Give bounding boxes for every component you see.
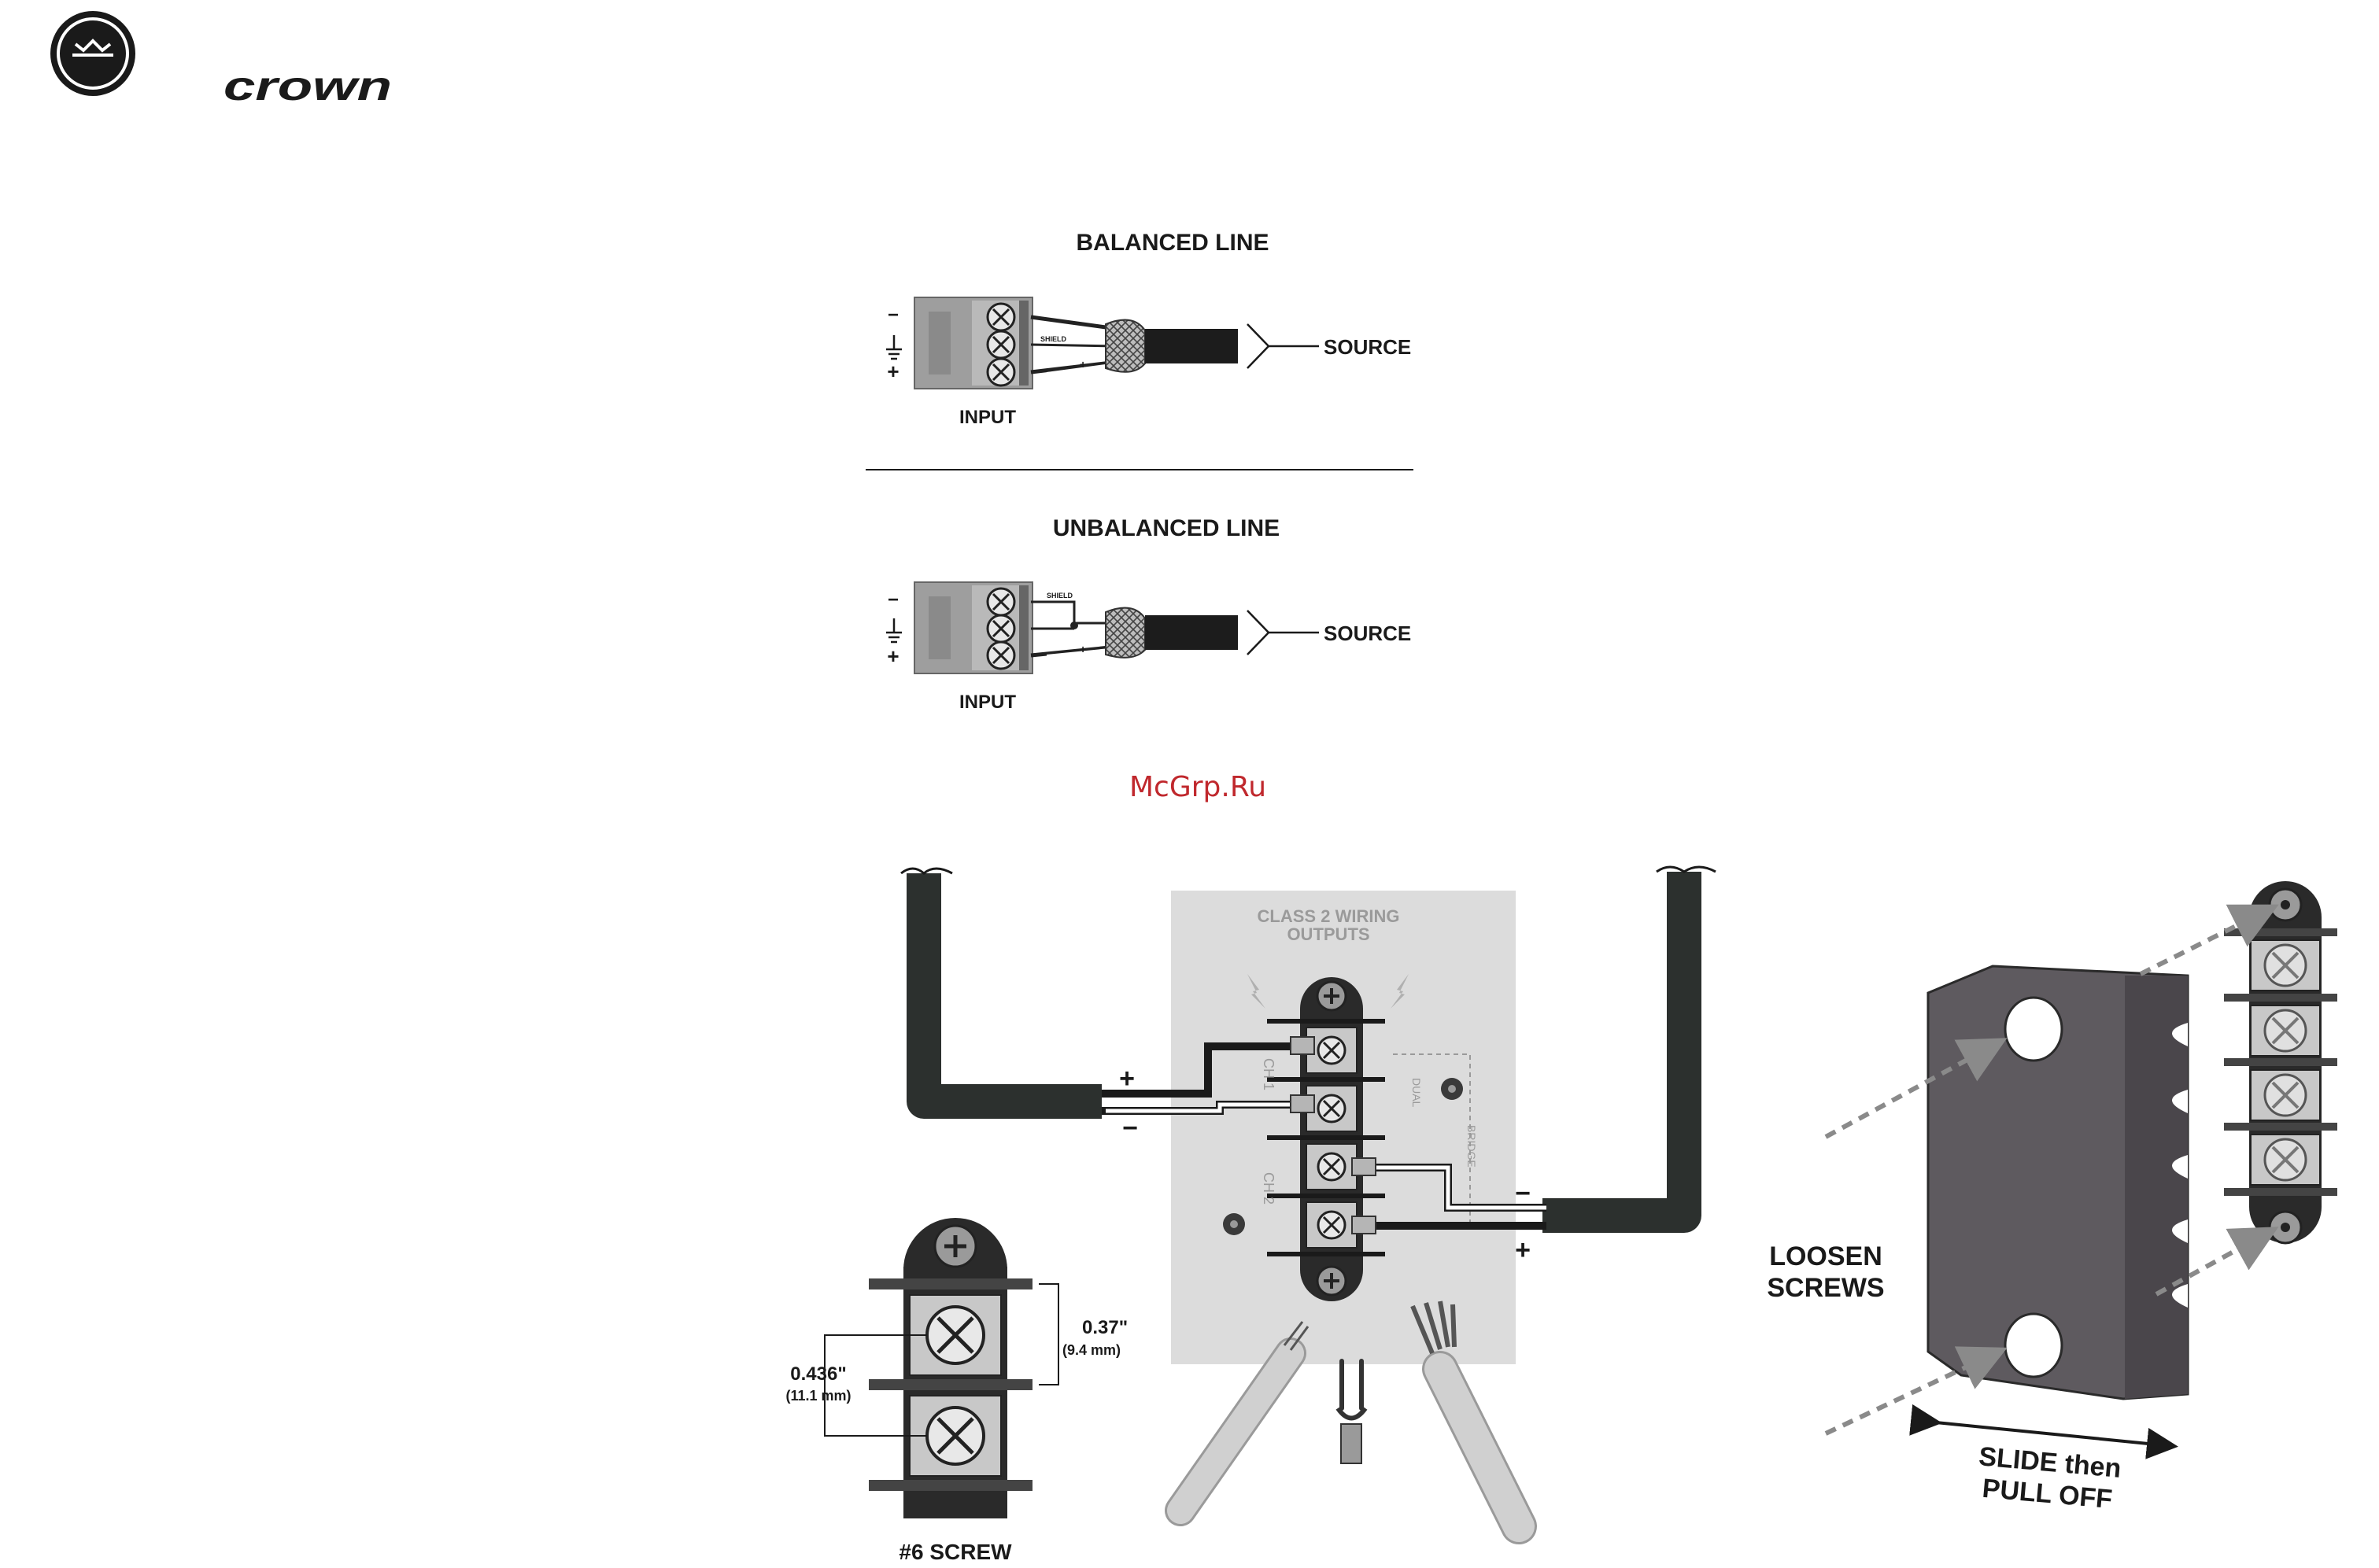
terminal-screw-icon [988, 615, 1014, 642]
unbalanced-line-diagram: UNBALANCED LINE − + INPUT SHIELD + [886, 515, 1411, 713]
ground-symbol-icon [886, 335, 902, 359]
dim-0436-line2: (11.1 mm) [785, 1388, 851, 1404]
ch2-label: CH 2 [1261, 1172, 1276, 1205]
unbalanced-title: UNBALANCED LINE [1053, 515, 1280, 541]
wire-tag-plus: + [1080, 358, 1086, 371]
bridge-label: BRIDGE [1465, 1125, 1478, 1168]
balanced-source-label: SOURCE [1324, 335, 1411, 359]
cable-cut-end-icon [901, 869, 952, 873]
terminal-screw-icon [2265, 945, 2306, 986]
loosen-screws-line1: LOOSEN [1769, 1241, 1882, 1271]
input-terminal-block [914, 297, 1033, 389]
unbalanced-minus-sign: − [888, 589, 899, 611]
ch1-label: CH 1 [1261, 1058, 1276, 1090]
balanced-cable: SHIELD + [1031, 317, 1238, 373]
wire-tag-shield: SHIELD [1040, 335, 1067, 343]
ground-symbol-icon [886, 618, 902, 642]
watermark-text: McGrp.Ru [1129, 771, 1266, 803]
mounting-screw-icon [935, 1226, 976, 1267]
terminal-screw-icon [1318, 1095, 1345, 1122]
mounting-screw-icon [1317, 982, 1346, 1010]
unbalanced-source-connector [1247, 611, 1319, 655]
panel-screw-icon [1223, 1213, 1245, 1235]
cable-cut-end-icon [1657, 867, 1716, 872]
left-minus-sign: − [1122, 1113, 1138, 1143]
terminal-screw-icon [1318, 1037, 1345, 1064]
terminal-screw-icon [988, 588, 1014, 615]
cover-screw-hole [2005, 1314, 2062, 1377]
output-panel-title-line2: OUTPUTS [1287, 924, 1369, 944]
dim-037-line1: 0.37" [1082, 1317, 1128, 1338]
mounting-screw-icon [2270, 1212, 2301, 1243]
screw-caption: #6 SCREW [899, 1540, 1012, 1564]
terminal-screw-icon [2265, 1139, 2306, 1180]
crown-circle-logo-icon [50, 11, 135, 96]
unbalanced-input-label: INPUT [959, 692, 1016, 713]
terminal-screw-icon [988, 304, 1014, 330]
balanced-title: BALANCED LINE [1077, 230, 1269, 256]
crown-wordmark: crown [223, 64, 392, 109]
output-wiring-diagram: CLASS 2 WIRING OUTPUTS [901, 867, 1716, 1526]
barrier-cover-diagram: LOOSEN SCREWS SLIDE then PULL OFF [1767, 881, 2337, 1515]
balanced-plus-sign: + [887, 360, 899, 383]
unbalanced-source-label: SOURCE [1324, 622, 1411, 645]
left-speaker-cable [924, 873, 1102, 1101]
terminal-screw-icon [927, 1408, 984, 1464]
terminal-screw-icon [2265, 1075, 2306, 1116]
right-minus-sign: − [1515, 1179, 1531, 1208]
terminal-screw-icon [988, 331, 1014, 358]
wire-tag-plus: + [1080, 643, 1086, 655]
balanced-input-label: INPUT [959, 407, 1016, 428]
unbalanced-cable: SHIELD + [1031, 592, 1238, 658]
right-speaker-cable [1542, 872, 1684, 1216]
right-plus-sign: + [1515, 1235, 1531, 1265]
terminal-screw-icon [2265, 1010, 2306, 1051]
cover-screw-hole [2005, 998, 2062, 1061]
screw-detail-diagram: 0.37" (9.4 mm) 0.436" (11.1 mm) #6 SCREW [785, 1218, 1128, 1564]
terminal-screw-icon [1318, 1153, 1345, 1180]
spade-lug-icon [1338, 1361, 1365, 1463]
input-terminal-block [914, 582, 1033, 673]
dual-label: DUAL [1410, 1078, 1423, 1108]
dimension-line [1039, 1284, 1058, 1385]
balanced-minus-sign: − [888, 304, 899, 326]
terminal-screw-icon [988, 359, 1014, 386]
balanced-source-connector [1247, 324, 1319, 368]
balanced-line-diagram: BALANCED LINE − + INPUT SHIELD + SOU [886, 230, 1411, 428]
terminal-screw-icon [927, 1307, 984, 1363]
dim-0436-line1: 0.436" [790, 1363, 846, 1385]
wire-tag-shield: SHIELD [1047, 592, 1073, 600]
terminal-screw-icon [988, 642, 1014, 669]
slide-arrow [1936, 1422, 2172, 1446]
left-plus-sign: + [1119, 1064, 1135, 1094]
mounting-screw-icon [2270, 889, 2301, 921]
panel-screw-icon [1441, 1078, 1463, 1100]
terminal-screw-icon [1318, 1212, 1345, 1238]
output-panel-title-line1: CLASS 2 WIRING [1258, 906, 1400, 926]
mounting-screw-icon [1317, 1267, 1346, 1295]
dim-037-line2: (9.4 mm) [1062, 1342, 1121, 1358]
loosen-screws-line2: SCREWS [1767, 1273, 1884, 1303]
unbalanced-plus-sign: + [887, 644, 899, 668]
